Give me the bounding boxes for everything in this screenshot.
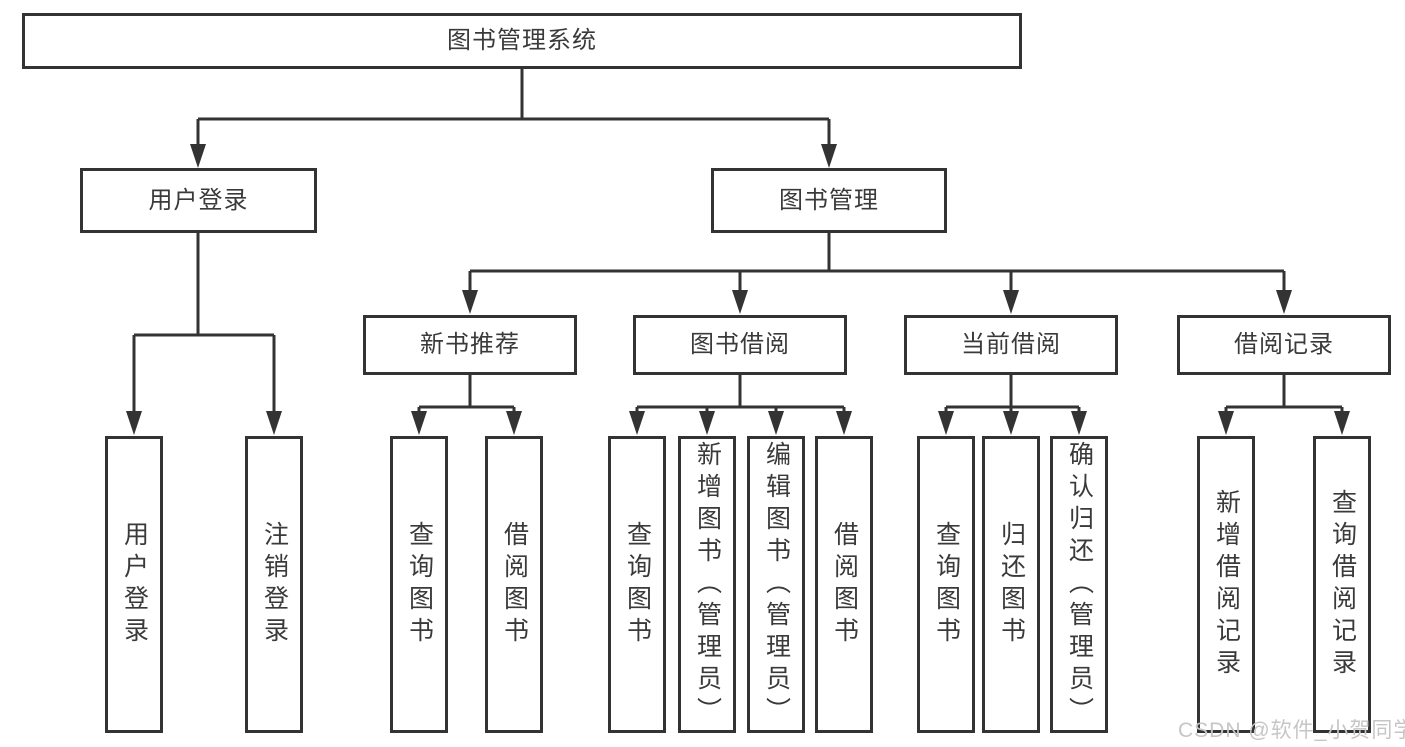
node-current-borrowing: 当前借阅 xyxy=(904,315,1118,375)
node-library-system: 图书管理系统 xyxy=(22,13,1022,69)
leaf-borrow-books-borrowing: 借阅图书 xyxy=(815,436,873,733)
leaf-confirm-return-admin: 确认归还（管理员） xyxy=(1050,436,1108,733)
leaf-query-books-current: 查询图书 xyxy=(917,436,975,733)
leaf-query-books-newbooks: 查询图书 xyxy=(390,436,448,733)
csdn-watermark: CSDN @软件_小贺同学 xyxy=(1178,719,1405,742)
node-book-management: 图书管理 xyxy=(711,168,947,233)
arrowheads xyxy=(126,144,1350,435)
node-new-book-recommend: 新书推荐 xyxy=(363,315,577,375)
leaf-query-borrow-record: 查询借阅记录 xyxy=(1313,436,1371,733)
leaf-user-login: 用户登录 xyxy=(105,436,163,733)
leaf-borrow-books-newbooks: 借阅图书 xyxy=(485,436,543,733)
node-borrowing-records: 借阅记录 xyxy=(1177,315,1391,375)
leaf-add-book-admin: 新增图书（管理员） xyxy=(678,436,736,733)
leaf-logout: 注销登录 xyxy=(245,436,303,733)
node-book-borrowing: 图书借阅 xyxy=(633,315,847,375)
node-user-login: 用户登录 xyxy=(80,168,317,233)
leaf-add-borrow-record: 新增借阅记录 xyxy=(1197,436,1255,733)
leaf-edit-book-admin: 编辑图书（管理员） xyxy=(747,436,805,733)
leaf-query-books-borrowing: 查询图书 xyxy=(608,436,666,733)
leaf-return-book: 归还图书 xyxy=(982,436,1040,733)
